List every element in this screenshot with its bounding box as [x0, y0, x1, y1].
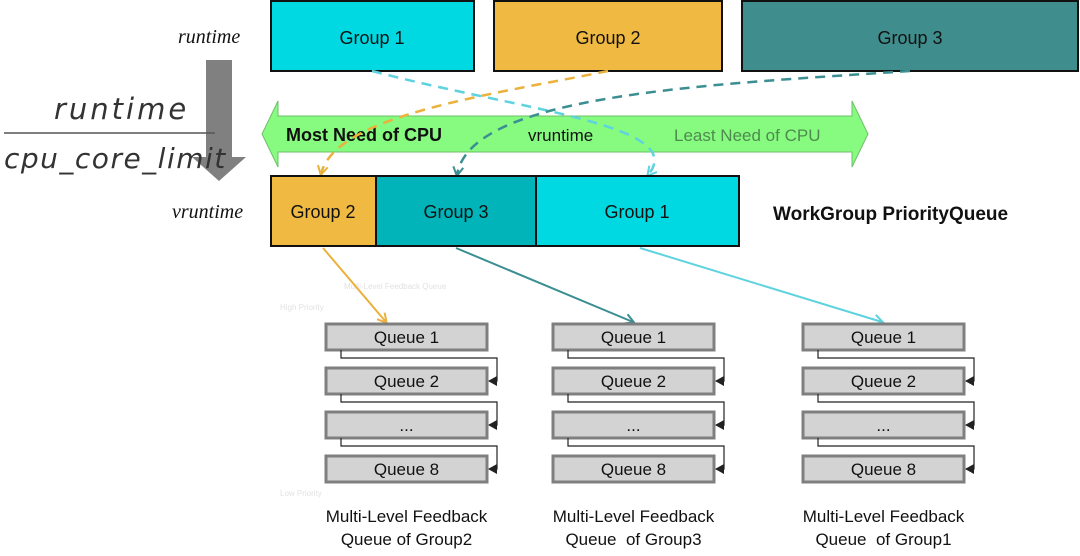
demotion-arrow	[817, 350, 975, 386]
arrow-group3-to-mlfq	[455, 247, 633, 322]
arrow-group1-to-mlfq	[639, 247, 882, 322]
queue-label: ...	[399, 416, 413, 435]
faint-mlfq-title: Multi-Level Feedback Queue	[344, 282, 447, 291]
queue-box	[551, 366, 716, 396]
top-group-1: Group 1	[270, 0, 475, 72]
demotion-arrow	[817, 438, 975, 474]
mlfq-caption-line2: Queue of Group3	[565, 530, 701, 549]
formula-numerator: runtime	[54, 92, 189, 126]
mlfq-stack-3: Queue 1 Queue 2... Queue 8 Multi-Level Feed…	[801, 322, 975, 549]
queue-slot-group-2-label: Group 2	[290, 202, 355, 222]
demotion-arrow	[340, 350, 498, 386]
queue-label: Queue 2	[374, 372, 439, 391]
queue-box	[324, 366, 489, 396]
top-group-2: Group 2	[493, 0, 723, 72]
faint-low-priority: Low Priority	[280, 489, 322, 498]
queue-label: Queue 2	[601, 372, 666, 391]
queue-box	[801, 366, 966, 396]
queue-label: Queue 8	[601, 460, 666, 479]
faint-high-priority: High Priority	[280, 303, 324, 312]
down-flow-arrow	[192, 60, 246, 181]
demotion-arrow	[567, 350, 725, 386]
demotion-arrow	[817, 394, 975, 430]
least-need-label: Least Need of CPU	[674, 126, 820, 145]
vruntime-label: vruntime	[172, 201, 243, 223]
mlfq-caption-line1: Multi-Level Feedback	[553, 507, 715, 526]
queue-label: Queue 2	[851, 372, 916, 391]
priority-double-arrow	[261, 100, 869, 168]
queue-slot-group-3-label: Group 3	[423, 202, 488, 222]
demotion-arrow	[567, 438, 725, 474]
demotion-arrow	[567, 394, 725, 430]
mlfq-stack-2: Queue 1 Queue 2... Queue 8 Multi-Level Feed…	[551, 322, 725, 549]
queue-label: Queue 1	[374, 328, 439, 347]
top-group-3-label: Group 3	[877, 28, 942, 48]
dashed-arrow-group3	[457, 69, 911, 175]
most-need-label: Most Need of CPU	[286, 125, 442, 145]
mlfq-caption-line2: Queue of Group1	[815, 530, 951, 549]
queue-label: ...	[626, 416, 640, 435]
priority-queue-title: WorkGroup PriorityQueue	[773, 204, 1008, 225]
formula-denominator: cpu_core_limit	[4, 142, 227, 175]
queue-box	[551, 454, 716, 484]
queue-box	[324, 322, 489, 352]
queue-box	[801, 454, 966, 484]
queue-box	[324, 454, 489, 484]
mlfq-stack-1: Queue 1 Queue 2... Queue 8 Multi-Level Feed…	[324, 322, 498, 549]
queue-box	[801, 322, 966, 352]
top-group-3: Group 3	[741, 0, 1079, 72]
queue-slot-group-2: Group 2	[270, 175, 377, 247]
queue-box	[324, 410, 489, 440]
demotion-arrow	[340, 438, 498, 474]
queue-label: ...	[876, 416, 890, 435]
arrow-group2-to-mlfq	[322, 247, 386, 322]
queue-slot-group-1: Group 1	[535, 175, 740, 247]
top-group-1-label: Group 1	[339, 28, 404, 48]
queue-slot-group-3: Group 3	[375, 175, 537, 247]
runtime-label: runtime	[178, 26, 240, 48]
dashed-arrow-group2	[321, 69, 609, 174]
queue-label: Queue 8	[851, 460, 916, 479]
mlfq-layer: Queue 1 Queue 2... Queue 8 Multi-Level Feed…	[324, 322, 975, 549]
mlfq-caption-line1: Multi-Level Feedback	[326, 507, 488, 526]
demotion-arrow	[340, 394, 498, 430]
mlfq-caption-line1: Multi-Level Feedback	[803, 507, 965, 526]
priority-vruntime-label: vruntime	[528, 126, 593, 145]
queue-box	[801, 410, 966, 440]
top-group-2-label: Group 2	[575, 28, 640, 48]
queue-slot-group-1-label: Group 1	[604, 202, 669, 222]
queue-label: Queue 1	[851, 328, 916, 347]
queue-box	[551, 322, 716, 352]
queue-label: Queue 8	[374, 460, 439, 479]
queue-label: Queue 1	[601, 328, 666, 347]
queue-box	[551, 410, 716, 440]
mlfq-caption-line2: Queue of Group2	[341, 530, 472, 549]
